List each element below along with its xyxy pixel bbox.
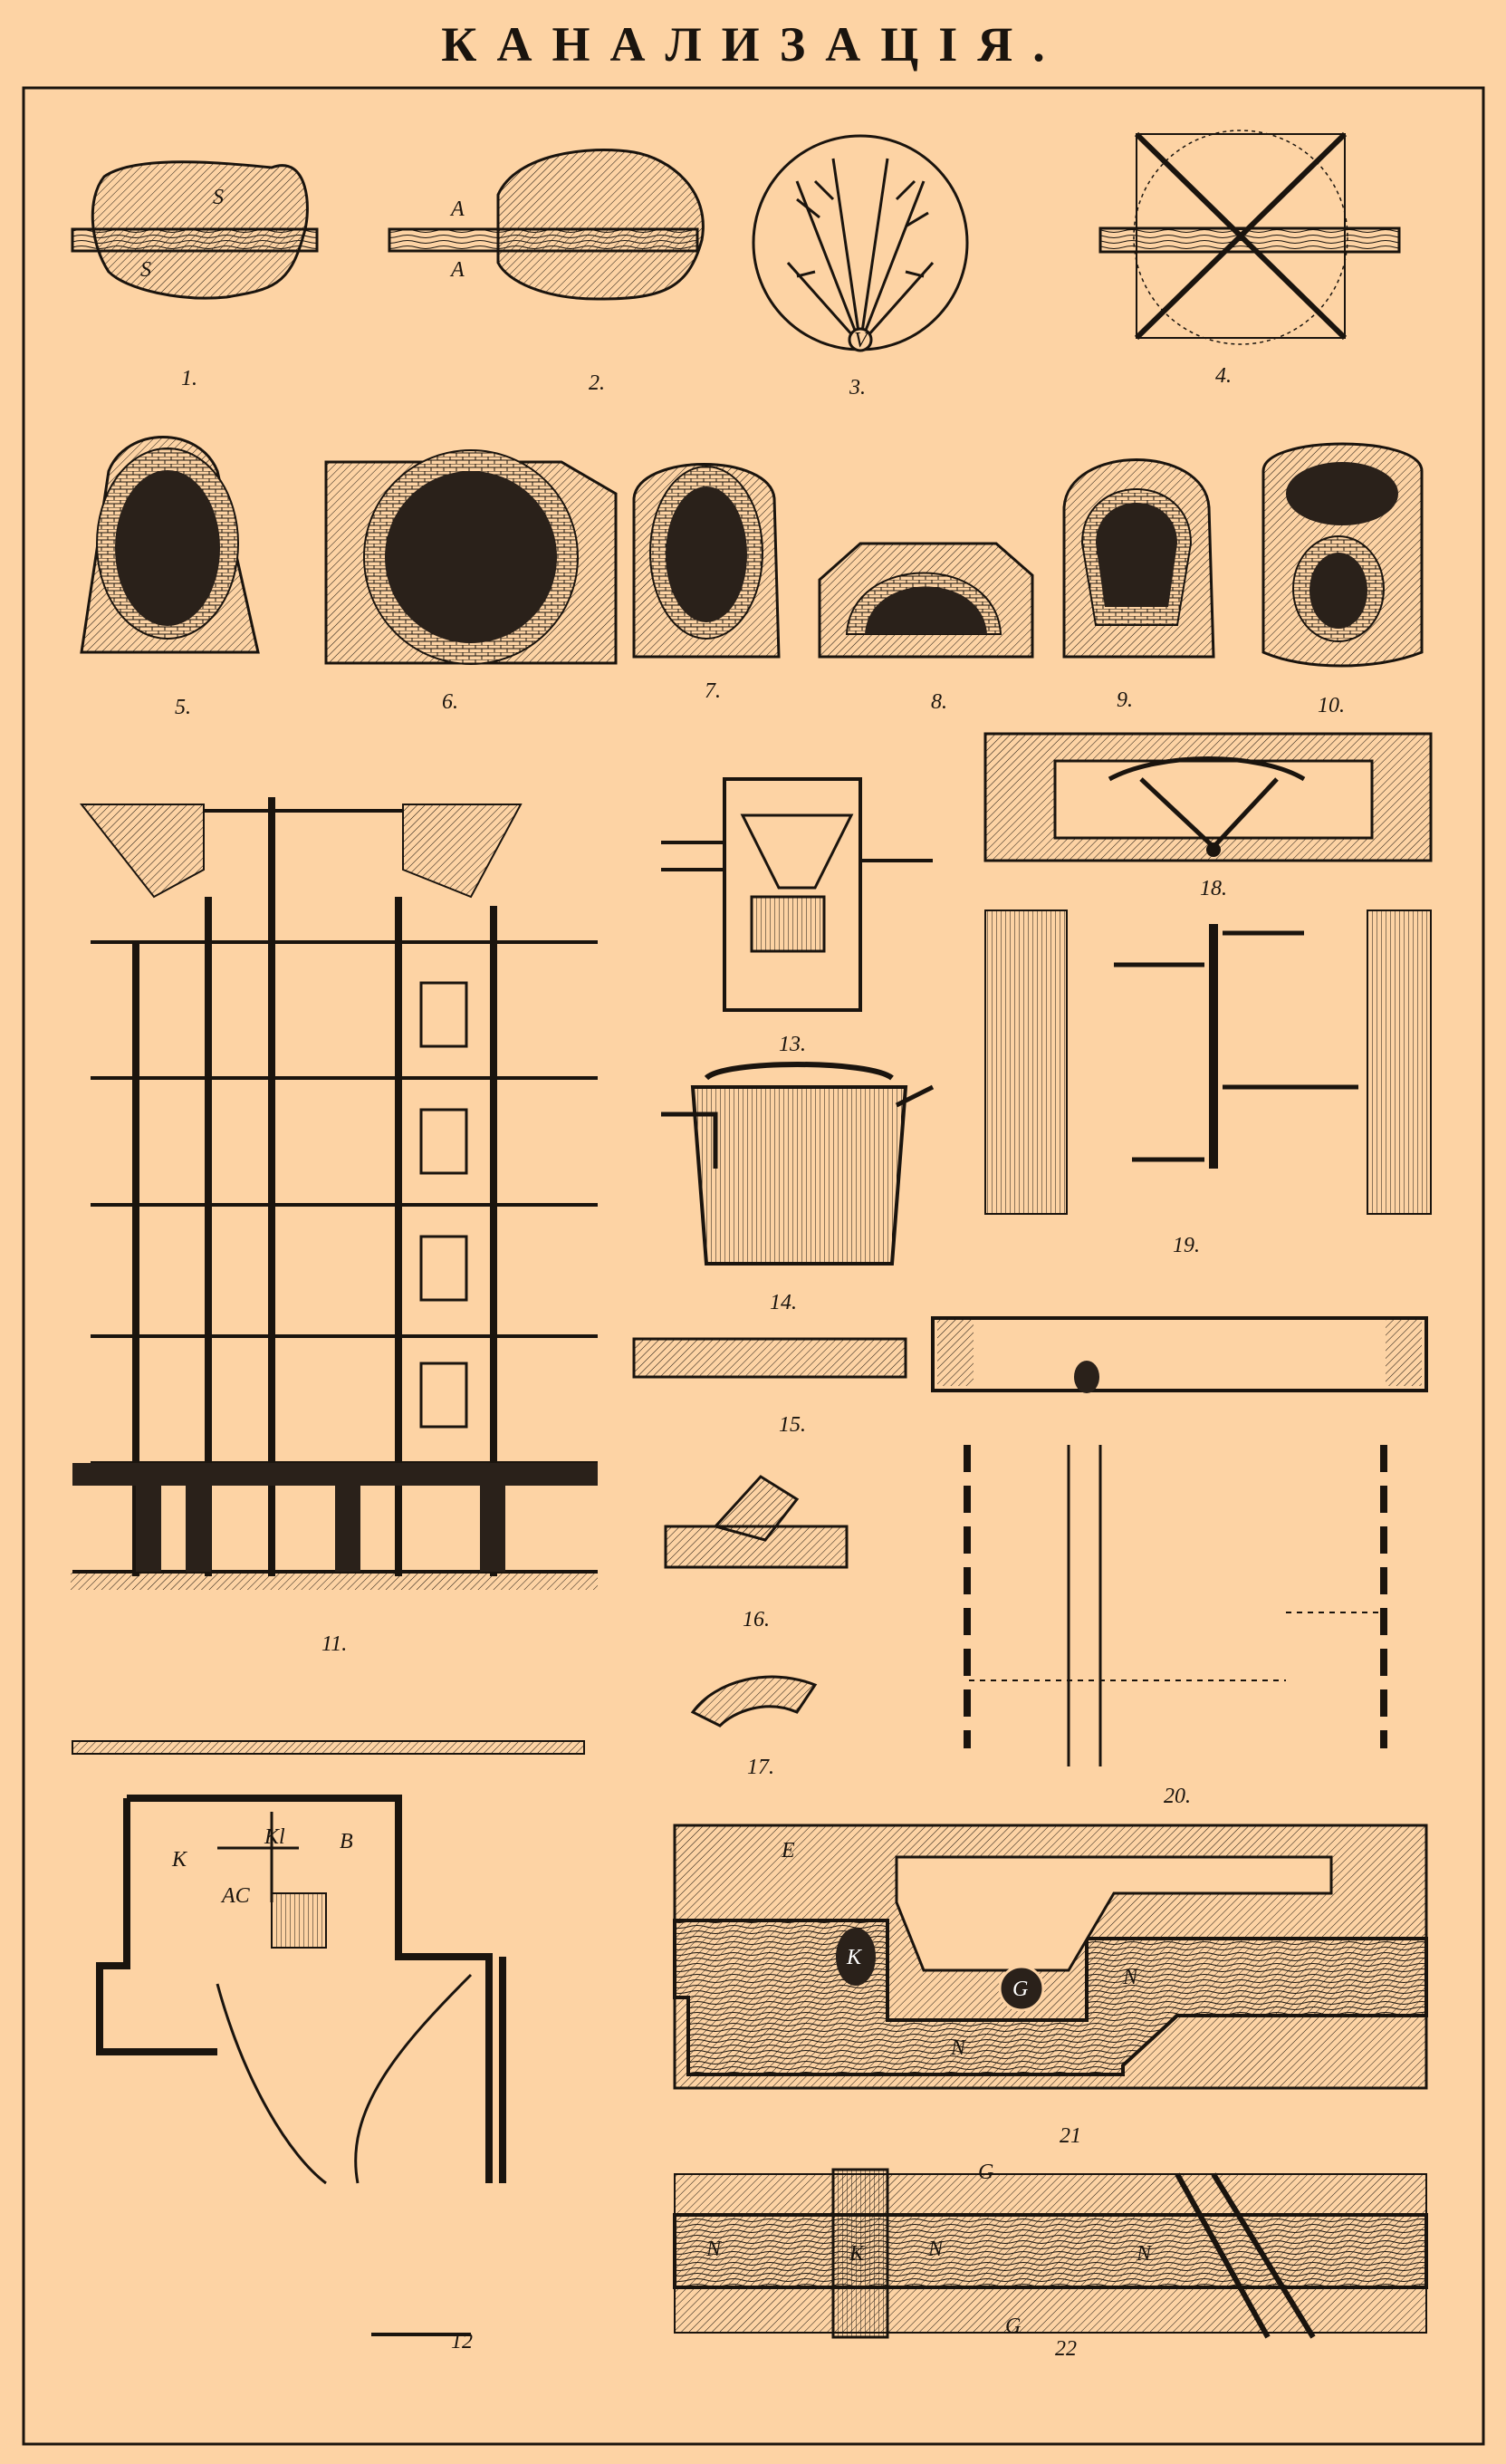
figure-19: 19. (984, 910, 1432, 1257)
figure-number: 20. (1164, 1785, 1191, 1808)
label-g: G (978, 2161, 993, 2184)
label-s: S (213, 186, 224, 209)
figure-number: 12 (451, 2330, 473, 2353)
label-n: N (1136, 2242, 1153, 2266)
label-kl: Kl (264, 1825, 285, 1849)
figure-1: S S 1. (71, 160, 319, 390)
label-b: B (340, 1830, 353, 1853)
figure-number: 3. (849, 376, 866, 399)
figure-11: 11. (71, 797, 598, 1656)
label-s: S (140, 258, 151, 282)
figure-10: 10. (1261, 442, 1424, 717)
figure-14: 14. (661, 1062, 935, 1314)
figure-8: 8. (818, 542, 1034, 714)
label-a: A (449, 197, 465, 221)
figure-number: 19. (1173, 1234, 1200, 1257)
figure-9: 9. (1062, 458, 1215, 712)
figure-5: 5. (80, 436, 260, 719)
figure-17: 17. (690, 1675, 818, 1779)
figure-3: V 3. (752, 134, 969, 399)
label-n: N (705, 2238, 723, 2261)
figure-number: 4. (1215, 364, 1232, 388)
figure-number: 9. (1117, 688, 1133, 712)
figure-number: 5. (175, 696, 191, 719)
plate-title: КАНАЛИЗАЦІЯ. (441, 17, 1065, 72)
label-ac: AC (220, 1884, 251, 1908)
figure-number: 18. (1200, 877, 1227, 900)
figure-number: 15. (779, 1413, 806, 1437)
label-g: G (1005, 2315, 1021, 2338)
label-e: E (781, 1839, 795, 1862)
figure-number: 7. (705, 679, 721, 703)
label-k: K (849, 2242, 866, 2266)
plate-frame (22, 86, 1485, 2446)
figure-number: 8. (931, 690, 947, 714)
label-k: K (846, 1946, 863, 1969)
figure-22: N K N N G G 22 (673, 2161, 1428, 2361)
figure-2: A A 2. (388, 149, 705, 395)
figure-number: 13. (779, 1033, 806, 1056)
figure-13: 13. (661, 777, 933, 1056)
figure-number: 1. (181, 367, 197, 390)
figure-number: 21 (1060, 2124, 1081, 2148)
figure-12: K Kl B AC 12 (72, 1740, 585, 2353)
label-n: N (927, 2238, 945, 2261)
figure-6: 6. (324, 449, 618, 714)
figure-21: K G E N N 21 (673, 1824, 1428, 2148)
label-v: V (854, 329, 869, 352)
figure-4: 4. (1098, 130, 1401, 388)
label-k: K (171, 1848, 188, 1872)
label-a: A (449, 258, 465, 282)
figure-15: 15. (632, 1337, 907, 1437)
figure-number: 6. (442, 690, 458, 714)
figure-number: 22 (1055, 2337, 1077, 2361)
figure-18: 18. (983, 732, 1433, 900)
figure-number: 17. (747, 1756, 774, 1779)
figure-20: 20. (931, 1316, 1428, 1808)
figure-7: 7. (632, 463, 781, 703)
label-n: N (950, 2036, 967, 2060)
figure-number: 16. (743, 1608, 770, 1631)
label-n: N (1122, 1966, 1139, 1989)
figure-number: 14. (770, 1291, 797, 1314)
figure-number: 2. (589, 371, 605, 395)
figure-number: 11. (321, 1632, 347, 1656)
label-g: G (1012, 1978, 1028, 2001)
figure-number: 10. (1318, 694, 1345, 717)
figure-16: 16. (664, 1475, 849, 1631)
